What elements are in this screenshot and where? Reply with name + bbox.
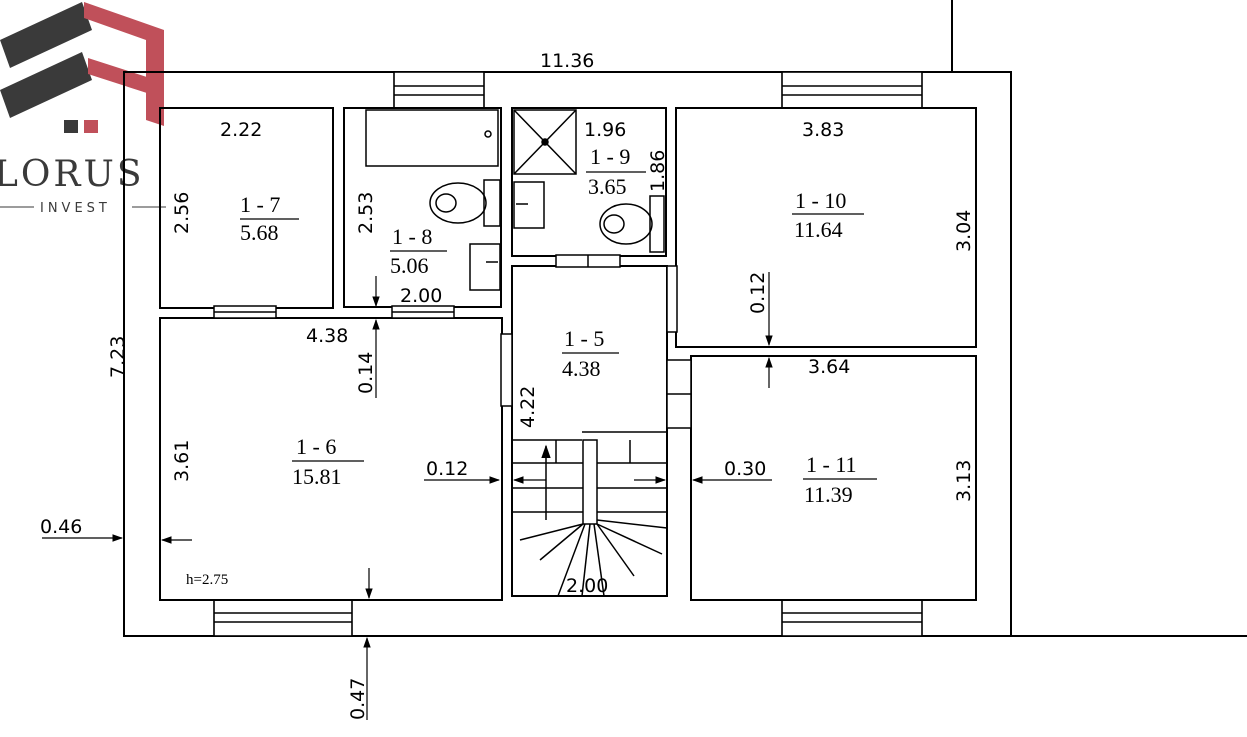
fixtures — [365, 109, 665, 291]
logo-red-bar — [88, 58, 150, 94]
room-1-7-width: 2.22 — [220, 119, 262, 141]
room-1-5-height: 4.22 — [517, 386, 539, 428]
window-bottom-left — [213, 599, 353, 637]
room-1-6-ceiling-height: h=2.75 — [186, 572, 228, 588]
dimension-arrows — [42, 272, 773, 720]
room-1-5-area: 4.38 — [562, 356, 601, 381]
room-1-10-label: 1 - 10 — [795, 188, 846, 213]
room-1-9-label: 1 - 9 — [590, 144, 630, 169]
overall-width-label: 11.36 — [540, 50, 594, 72]
room-1-8-area: 5.06 — [390, 253, 429, 278]
toilet-1-9 — [599, 195, 665, 253]
room-1-11-label: 1 - 11 — [806, 452, 857, 477]
door-openings — [213, 254, 692, 429]
room-1-6-label: 1 - 6 — [296, 434, 336, 459]
toilet-1-8 — [429, 179, 501, 227]
room-1-6-right-wall: 0.12 — [426, 458, 468, 480]
lorus-logo: LORUS INVEST — [0, 2, 166, 216]
staircase — [512, 431, 668, 597]
overall-height-label: 7.23 — [107, 336, 129, 378]
room-1-10-width: 3.83 — [802, 119, 844, 141]
room-1-5-stair-width: 2.00 — [566, 575, 608, 597]
walls — [123, 0, 1247, 637]
room-1-11-area: 11.39 — [804, 482, 853, 507]
windows — [213, 71, 923, 637]
room-1-11-wall: 0.30 — [724, 458, 766, 480]
room-1-5 — [511, 265, 668, 597]
window-top-right — [781, 71, 923, 109]
room-1-5-label: 1 - 5 — [564, 326, 604, 351]
door-1-6 — [500, 333, 513, 407]
bottom-wall-label: 0.47 — [347, 678, 369, 720]
room-1-11-width: 3.64 — [808, 356, 850, 378]
room-1-6-top-wall: 0.14 — [355, 352, 377, 394]
room-1-10-height: 3.04 — [953, 210, 975, 252]
room-1-9-area: 3.65 — [588, 174, 627, 199]
room-1-10-area: 11.64 — [794, 217, 843, 242]
window-bottom-right — [781, 599, 923, 637]
logo-square-dark — [64, 120, 78, 133]
room-1-9-height: 1.86 — [647, 150, 669, 192]
room-1-7-area: 5.68 — [240, 220, 279, 245]
room-1-11-height: 3.13 — [953, 460, 975, 502]
room-1-7-height: 2.56 — [171, 192, 193, 234]
room-1-6-area: 15.81 — [292, 464, 342, 489]
logo-dark-chevron-2 — [0, 52, 92, 118]
room-1-8-label: 1 - 8 — [392, 224, 432, 249]
room-1-8-height: 2.53 — [355, 192, 377, 234]
logo-red-frame — [84, 2, 164, 126]
room-1-11 — [690, 355, 977, 601]
room-1-10 — [675, 107, 977, 348]
sink-1-9 — [513, 181, 545, 229]
shower — [513, 109, 577, 175]
logo-sub: INVEST — [40, 201, 111, 216]
sink-1-8 — [469, 243, 501, 291]
logo-dark-chevron — [0, 2, 92, 68]
bathtub — [365, 109, 499, 167]
room-1-6 — [159, 317, 503, 601]
room-1-8-door-width: 2.00 — [400, 285, 442, 307]
rooms — [159, 107, 977, 601]
logo-square-red — [84, 120, 98, 133]
logo-name: LORUS — [0, 154, 145, 195]
door-1-10 — [666, 265, 678, 333]
room-1-6-height: 3.61 — [171, 440, 193, 482]
outer-wall — [123, 71, 1012, 637]
room-1-7-label: 1 - 7 — [240, 192, 280, 217]
room-1-6-width: 4.38 — [306, 325, 348, 347]
window-top-left — [393, 71, 485, 109]
left-wall-label: 0.46 — [40, 516, 82, 538]
room-1-10-wall: 0.12 — [747, 272, 769, 314]
room-1-9-width: 1.96 — [584, 119, 626, 141]
